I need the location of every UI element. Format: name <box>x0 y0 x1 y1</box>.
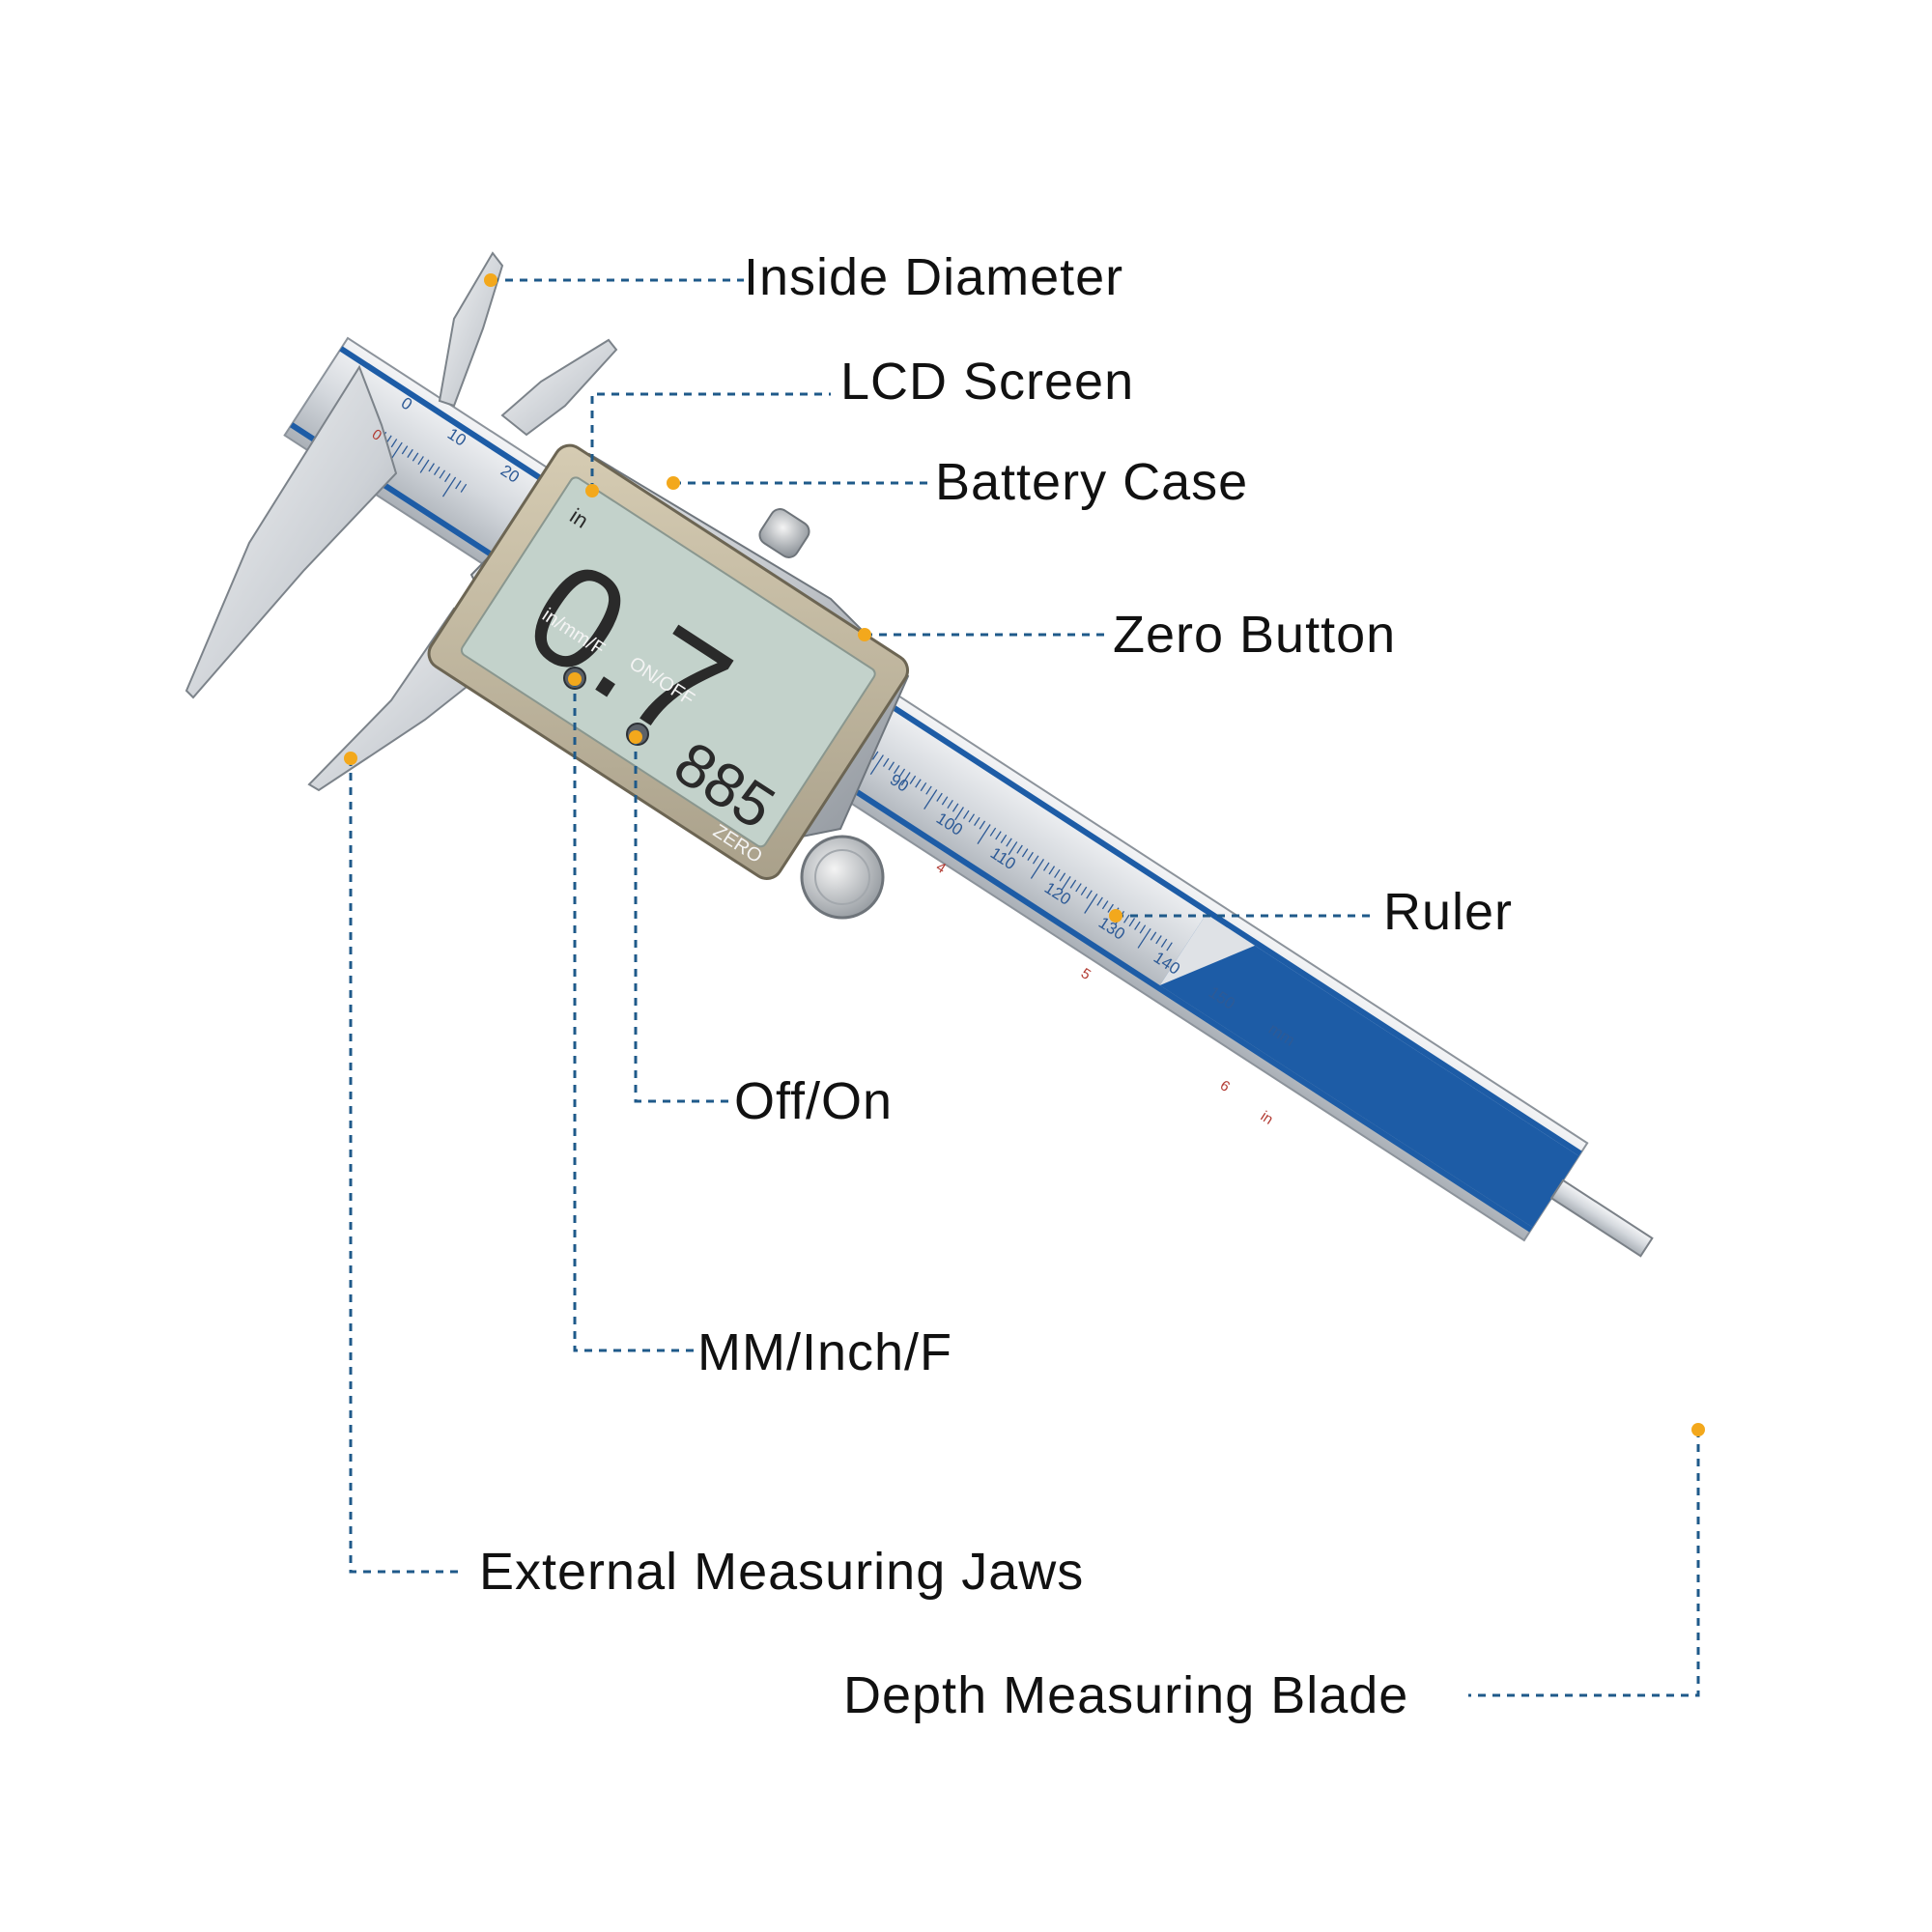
brand-panel <box>1159 914 1579 1228</box>
locking-knob[interactable] <box>800 835 885 920</box>
depth-blade <box>1549 1179 1654 1258</box>
lcd-screen <box>460 476 876 848</box>
ruler-tick <box>968 813 976 823</box>
ruler-tick <box>1000 834 1008 843</box>
callout-depth-blade: Depth Measuring Blade <box>843 1666 1408 1724</box>
ruler-tick <box>962 810 970 819</box>
ruler-tick <box>407 448 413 458</box>
caliper: in 0.7 885 ZERO in/mm/F ON/OFF DITRON <box>185 251 1654 1303</box>
ruler-tick <box>1107 903 1114 913</box>
ruler-tick <box>1086 890 1093 899</box>
ruler-tick <box>977 824 991 844</box>
ruler-tick <box>1054 868 1061 878</box>
ruler-tick <box>444 473 451 483</box>
ruler-tick <box>1048 866 1056 875</box>
ruler-tick <box>412 452 419 462</box>
callout-zero-button: Zero Button <box>1113 606 1396 664</box>
ruler-tick <box>1016 844 1023 854</box>
ruler-tick <box>915 779 922 788</box>
ruler-tick <box>1101 900 1109 910</box>
callout-labels: Inside Diameter LCD Screen Battery Case … <box>479 248 1513 1724</box>
callout-battery-case: Battery Case <box>935 453 1248 511</box>
callout-external-jaws: External Measuring Jaws <box>479 1543 1084 1601</box>
ruler-tick <box>460 483 468 493</box>
ruler-tick <box>1160 938 1168 948</box>
scale-inch-6: 6 <box>1217 1077 1233 1095</box>
inside-diameter-jaw-fixed <box>438 251 504 408</box>
ruler-tick <box>1030 859 1044 879</box>
ruler-tick <box>900 772 911 786</box>
ruler-tick <box>1128 918 1136 927</box>
ruler-tick <box>433 466 440 475</box>
ruler-tick <box>1021 848 1029 858</box>
ruler-tick <box>1080 886 1088 895</box>
external-jaw-fixed <box>185 364 398 699</box>
ruler-tick <box>1006 838 1012 847</box>
ruler-tick <box>1042 862 1050 871</box>
ruler-tick <box>888 761 895 771</box>
ruler-tick <box>941 796 949 806</box>
ruler-tick <box>1137 927 1151 949</box>
ruler-tick <box>894 764 900 775</box>
ruler-tick <box>954 807 964 821</box>
scale-inch-4: 4 <box>933 859 949 877</box>
ruler-tick <box>419 459 430 473</box>
ruler-tick <box>441 476 457 497</box>
ruler-tick <box>1166 942 1173 952</box>
ruler-tick <box>417 456 424 466</box>
scale-inch-5: 5 <box>1078 965 1094 983</box>
ruler-tick <box>1059 872 1066 882</box>
ruler-tick <box>871 751 879 760</box>
ruler-tick <box>1084 893 1098 914</box>
thumb-wheel-top[interactable] <box>756 505 813 561</box>
ruler-tick <box>401 445 409 455</box>
ruler-tick <box>1061 876 1071 891</box>
callout-mm-inch-f: MM/Inch/F <box>697 1323 952 1381</box>
ruler-tick <box>390 439 398 448</box>
ruler-tick <box>1032 855 1039 865</box>
ruler-tick <box>925 785 932 795</box>
callout-inside-diameter: Inside Diameter <box>744 248 1123 306</box>
ruler-tick <box>1150 931 1157 941</box>
ruler-tick <box>1123 914 1130 923</box>
scale-unit-in: in <box>1258 1108 1276 1128</box>
ruler-tick <box>1096 896 1103 906</box>
ruler-tick <box>1008 841 1018 856</box>
ruler-tick <box>1139 924 1147 934</box>
ruler-tick <box>439 469 446 479</box>
ruler-tick <box>947 799 953 810</box>
ruler-tick <box>1069 879 1077 889</box>
ruler-tick <box>1134 921 1141 930</box>
ruler-tick <box>882 757 890 767</box>
ruler-tick <box>979 820 986 830</box>
callout-lcd-screen: LCD Screen <box>840 353 1134 411</box>
ruler-tick <box>1027 851 1034 861</box>
ruler-tick <box>1075 883 1082 893</box>
ruler-tick <box>995 831 1002 840</box>
callout-off-on: Off/On <box>734 1072 893 1130</box>
ruler-tick <box>952 803 959 812</box>
leader-lines <box>344 273 1705 1697</box>
ruler-tick <box>909 775 917 784</box>
ruler-tick <box>869 754 884 776</box>
ruler-tick <box>989 827 997 837</box>
ruler-tick <box>898 768 906 778</box>
callout-ruler: Ruler <box>1383 883 1513 941</box>
ruler-tick <box>936 792 943 802</box>
ruler-tick <box>974 816 980 827</box>
ruler-tick <box>455 480 462 490</box>
inside-diameter-jaw-moving <box>500 338 618 437</box>
ruler-tick <box>428 463 435 472</box>
ruler-tick <box>923 789 938 810</box>
ruler-tick <box>920 781 927 792</box>
ruler-tick <box>1155 935 1162 945</box>
